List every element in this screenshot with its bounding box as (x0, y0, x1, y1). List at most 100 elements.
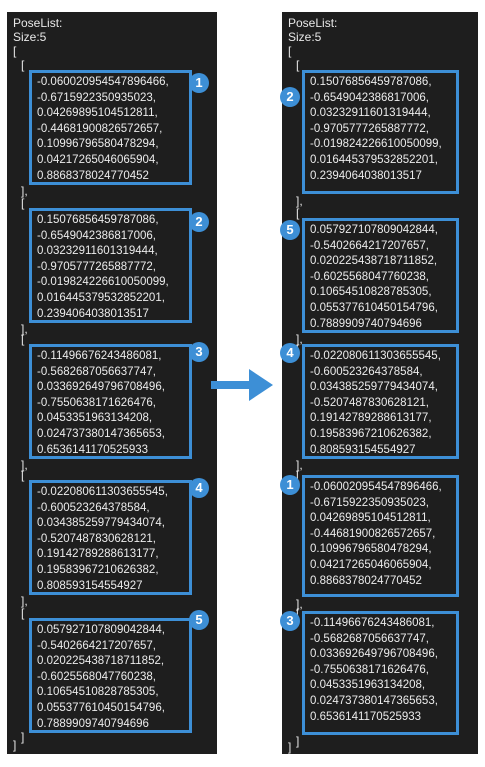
left-pose-list-panel: PoseList: Size:5 [ [ -0.0600209545478964… (7, 12, 217, 754)
pose-value: 0.19142789288613177, (310, 412, 432, 425)
pose-value: 0.055377610450154796, (310, 301, 438, 314)
pose-value: 0.034385259779434074, (310, 381, 438, 394)
pose-box-3: -0.11496676243486081, -0.568268705663774… (29, 344, 192, 459)
pose-value: 0.10996796580478294, (37, 138, 159, 151)
order-badge: 3 (280, 611, 300, 631)
pose-value: 0.055377610450154796, (37, 701, 165, 714)
pose-value: 0.10654510828785305, (37, 686, 159, 699)
pose-value: 0.808593154554927 (310, 443, 416, 456)
pose-value: -0.7550638171626476, (37, 396, 156, 409)
pose-value: -0.5682687056637747, (310, 632, 429, 645)
order-badge: 4 (280, 343, 300, 363)
pose-value: -0.7550638171626476, (310, 663, 429, 676)
pose-list-title: PoseList: (288, 16, 338, 30)
right-pose-list-panel: PoseList: Size:5 [ [ 2 0.150768564597870… (280, 12, 478, 754)
item-close-bracket: ], (296, 194, 303, 208)
order-badge: 2 (280, 87, 300, 107)
pose-value: 0.024737380147365653, (37, 427, 165, 440)
pose-value: -0.5207487830628121, (310, 396, 429, 409)
order-badge: 1 (280, 475, 300, 495)
item-open-bracket: [ (21, 58, 25, 72)
pose-value: 0.04269895104512811, (310, 512, 431, 525)
item-close-bracket: ], (21, 184, 28, 198)
item-open-bracket: [ (21, 606, 25, 620)
pose-value: -0.6715922350935023, (310, 496, 429, 509)
pose-box-5: 0.057927107809042844, -0.540266421720765… (29, 618, 192, 733)
pose-value: -0.060020954547896466, (37, 76, 169, 88)
pose-value: 0.034385259779434074, (37, 517, 165, 530)
pose-value: -0.022080611303655545, (310, 350, 441, 362)
pose-value: -0.44681900826572657, (37, 122, 163, 135)
item-close-bracket: ] (21, 730, 25, 744)
pose-value: -0.11496676243486081, (310, 617, 435, 629)
pose-value: -0.6549042386817006, (310, 91, 429, 104)
pose-value: 0.04217265046065904, (310, 558, 432, 571)
pose-box-4: -0.022080611303655545, -0.60052326437858… (302, 344, 459, 459)
pose-value: 0.057927107809042844, (37, 624, 165, 636)
item-close-bracket: ], (296, 332, 303, 346)
pose-value: -0.6715922350935023, (37, 91, 156, 104)
list-open-bracket: [ (288, 44, 292, 58)
pose-value: 0.016445379532852201, (37, 291, 165, 304)
item-open-bracket: [ (296, 206, 300, 220)
pose-value: -0.11496676243486081, (37, 350, 162, 362)
pose-value: -0.9705777265887772, (37, 260, 156, 273)
pose-value: -0.6025568047760238, (37, 670, 156, 683)
pose-value: -0.019824226610050099, (37, 276, 169, 289)
item-open-bracket: [ (21, 468, 25, 482)
pose-box-3: -0.11496676243486081, -0.568268705663774… (302, 611, 459, 735)
pose-box-1: -0.060020954547896466, -0.67159223509350… (29, 70, 192, 185)
item-close-bracket: ], (21, 458, 28, 472)
pose-value: 0.033692649796708496, (37, 381, 165, 394)
pose-value: 0.6536141170525933 (310, 710, 422, 723)
pose-value: -0.022080611303655545, (37, 486, 168, 498)
item-close-bracket: ], (296, 458, 303, 472)
pose-value: 0.10654510828785305, (310, 286, 432, 299)
pose-value: 0.7889909740794696 (37, 717, 149, 730)
pose-value: 0.8868378024770452 (37, 169, 149, 182)
item-open-bracket: [ (296, 468, 300, 482)
item-close-bracket: ], (296, 597, 303, 611)
pose-value: 0.2394064038013517 (37, 307, 149, 320)
pose-value: -0.44681900826572657, (310, 527, 436, 540)
pose-value: 0.020225438718711852, (37, 655, 165, 668)
item-close-bracket: ], (21, 322, 28, 336)
pose-value: 0.2394064038013517 (310, 169, 422, 182)
pose-box-5: 0.057927107809042844, -0.540266421720765… (302, 218, 459, 333)
pose-value: -0.5207487830628121, (37, 532, 156, 545)
pose-box-1: -0.060020954547896466, -0.67159223509350… (302, 475, 459, 597)
pose-value: -0.600523264378584, (310, 365, 423, 378)
order-badge: 5 (189, 610, 209, 630)
pose-list-size: Size:5 (13, 30, 47, 44)
list-close-bracket: ] (13, 738, 17, 752)
pose-box-2: 0.15076856459787086, -0.6549042386817006… (302, 70, 459, 194)
pose-value: 0.0453351963134208, (310, 679, 426, 692)
item-open-bracket: [ (296, 606, 300, 620)
pose-value: -0.9705777265887772, (310, 122, 429, 135)
pose-value: -0.5402664217207657, (310, 239, 429, 252)
pose-value: 0.03232911601319444, (310, 107, 431, 120)
pose-value: 0.057927107809042844, (310, 224, 438, 236)
pose-value: 0.033692649796708496, (310, 648, 438, 661)
pose-value: 0.808593154554927 (37, 579, 143, 592)
pose-value: 0.7889909740794696 (310, 317, 422, 330)
order-badge: 4 (189, 478, 209, 498)
item-open-bracket: [ (21, 332, 25, 346)
item-open-bracket: [ (296, 58, 300, 72)
reorder-arrow-icon (211, 369, 273, 401)
list-close-bracket: ] (288, 740, 292, 754)
order-badge: 3 (189, 342, 209, 362)
pose-value: -0.060020954547896466, (310, 481, 442, 493)
pose-value: 0.15076856459787086, (310, 76, 432, 88)
pose-value: 0.03232911601319444, (37, 245, 158, 258)
pose-value: -0.5682687056637747, (37, 365, 156, 378)
pose-box-4: -0.022080611303655545, -0.60052326437858… (29, 480, 192, 595)
pose-value: 0.19583967210626382, (310, 427, 432, 440)
order-badge: 1 (189, 73, 209, 93)
pose-value: 0.020225438718711852, (310, 255, 438, 268)
item-close-bracket: ], (21, 594, 28, 608)
pose-value: 0.016445379532852201, (310, 153, 438, 166)
order-badge: 2 (189, 212, 209, 232)
item-close-bracket: ] (296, 734, 300, 748)
pose-value: -0.6549042386817006, (37, 229, 156, 242)
